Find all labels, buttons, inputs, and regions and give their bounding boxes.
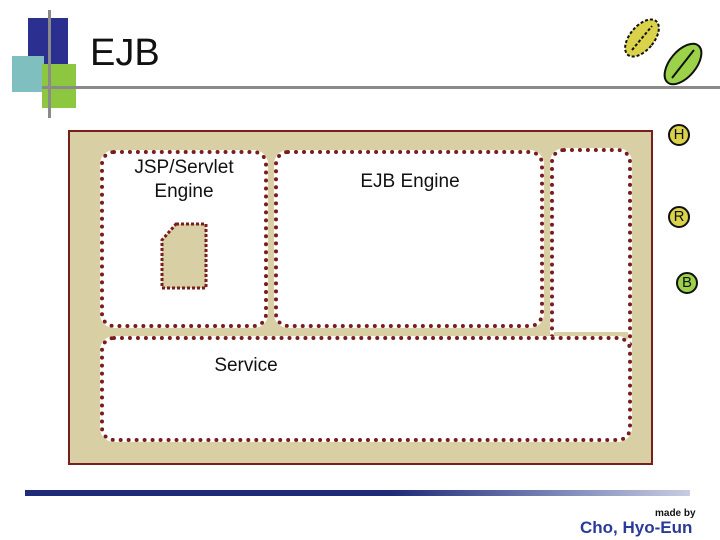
jsp-servlet-engine-label: JSP/Servlet Engine [134,157,234,202]
title-vertical-rule [48,10,51,118]
green-oval-icon [663,42,703,86]
service-box [100,336,632,442]
author-name: Cho, Hyo-Eun [580,518,693,537]
title-horizontal-rule [42,86,720,89]
badge-b: B [676,272,698,294]
footer-rule [25,490,690,496]
ejb-engine-label: EJB Engine [360,171,460,192]
ejb-engine-box [274,150,544,328]
component-tab-shape [160,222,208,290]
badge-r: R [668,206,690,228]
yellow-oval-icon [624,18,660,58]
service-label: Service [214,355,278,376]
deco-square-teal [12,56,44,92]
slide-title: EJB [90,32,160,74]
made-by-label: made by [655,508,696,519]
badge-h: H [668,124,690,146]
